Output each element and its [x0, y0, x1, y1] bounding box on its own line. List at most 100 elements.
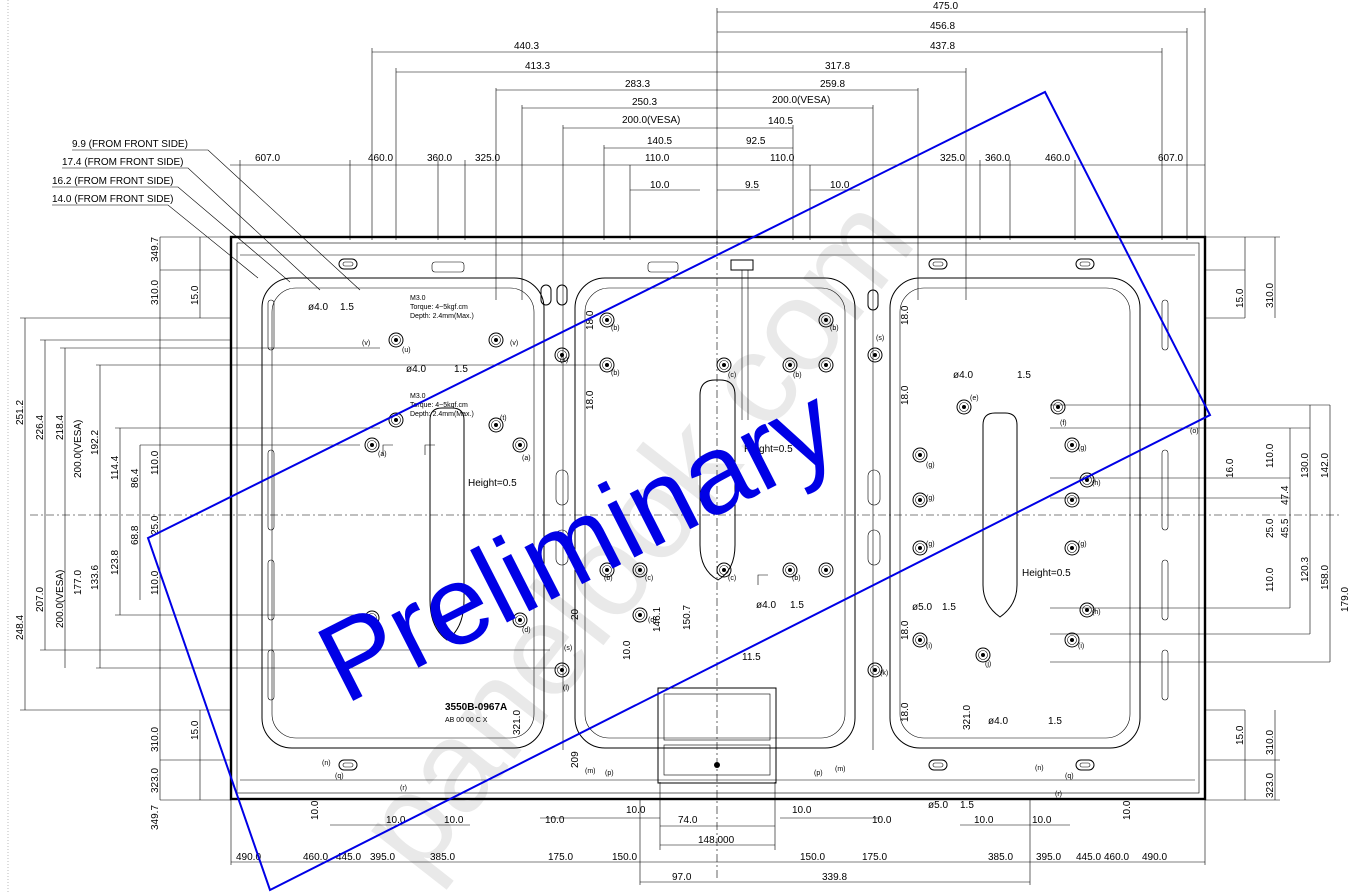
svg-text:1.5: 1.5: [960, 800, 974, 811]
svg-text:16.2 (FROM FRONT SIDE): 16.2 (FROM FRONT SIDE): [52, 176, 174, 187]
dim-140-5-left: 140.5: [647, 136, 672, 147]
svg-text:248.4: 248.4: [15, 615, 26, 640]
svg-text:(c): (c): [728, 575, 736, 582]
svg-text:10.0: 10.0: [1122, 800, 1133, 820]
svg-text:325.0: 325.0: [940, 153, 965, 164]
svg-text:490.0: 490.0: [236, 852, 261, 863]
svg-text:15.0: 15.0: [1235, 725, 1246, 745]
svg-text:18.0: 18.0: [900, 620, 911, 640]
svg-text:385.0: 385.0: [430, 852, 455, 863]
svg-text:110.0: 110.0: [150, 570, 161, 595]
svg-text:10.0: 10.0: [1032, 815, 1052, 826]
svg-text:Height=0.5: Height=0.5: [468, 478, 517, 489]
svg-text:(c): (c): [645, 575, 653, 582]
svg-text:395.0: 395.0: [370, 852, 395, 863]
preliminary-watermark: Preliminary: [146, 90, 1212, 892]
svg-text:1.5: 1.5: [942, 602, 956, 613]
svg-text:(k): (k): [560, 357, 568, 364]
svg-text:15.0: 15.0: [190, 285, 201, 305]
svg-text:ø4.0: ø4.0: [406, 364, 426, 375]
svg-text:97.0: 97.0: [672, 872, 692, 883]
svg-text:18.0: 18.0: [900, 702, 911, 722]
svg-text:110.0: 110.0: [1265, 443, 1276, 468]
svg-text:(p): (p): [605, 770, 614, 777]
svg-text:10.0: 10.0: [792, 805, 812, 816]
svg-text:10.0: 10.0: [444, 815, 464, 826]
svg-text:(m): (m): [835, 766, 846, 773]
svg-text:(s): (s): [876, 335, 884, 342]
dim-283-3: 283.3: [625, 79, 650, 90]
panel-back-cover: [30, 230, 1340, 880]
svg-text:218.4: 218.4: [55, 415, 66, 440]
svg-text:310.0: 310.0: [1265, 730, 1276, 755]
svg-text:445.0: 445.0: [1076, 852, 1101, 863]
svg-text:(t): (t): [500, 415, 507, 422]
svg-text:(h): (h): [1092, 609, 1101, 616]
svg-text:18.0: 18.0: [585, 390, 596, 410]
svg-text:460.0: 460.0: [1045, 153, 1070, 164]
left-dimension-lines: [20, 236, 600, 801]
svg-text:M3.0: M3.0: [410, 295, 426, 302]
svg-text:209: 209: [570, 751, 581, 768]
svg-text:445.0: 445.0: [336, 852, 361, 863]
svg-text:(a): (a): [522, 455, 531, 462]
svg-text:110.0: 110.0: [150, 450, 161, 475]
svg-text:Torque: 4~5kgf.cm: Torque: 4~5kgf.cm: [410, 304, 468, 311]
svg-text:175.0: 175.0: [548, 852, 573, 863]
svg-text:M3.0: M3.0: [410, 393, 426, 400]
svg-text:(v): (v): [362, 340, 370, 347]
svg-text:460.0: 460.0: [303, 852, 328, 863]
svg-text:10.0: 10.0: [545, 815, 565, 826]
svg-text:ø4.0: ø4.0: [308, 302, 328, 313]
svg-text:460.0: 460.0: [1104, 852, 1129, 863]
svg-text:360.0: 360.0: [985, 153, 1010, 164]
dim-200-vesa-right: 200.0(VESA): [772, 95, 830, 106]
svg-text:ø4.0: ø4.0: [953, 370, 973, 381]
part-number-label: 3550B-0967A AB 00 00 C X: [445, 702, 507, 724]
svg-text:10.0: 10.0: [650, 180, 670, 191]
svg-text:(u): (u): [402, 347, 411, 354]
svg-text:(e): (e): [970, 395, 979, 402]
svg-text:323.0: 323.0: [1265, 773, 1276, 798]
svg-text:(n): (n): [322, 760, 331, 767]
svg-text:120.3: 120.3: [1300, 557, 1311, 582]
svg-text:310.0: 310.0: [150, 727, 161, 752]
svg-text:(d): (d): [522, 627, 531, 634]
svg-text:20: 20: [570, 608, 581, 620]
svg-text:ø5.0: ø5.0: [912, 602, 932, 613]
svg-text:11.5: 11.5: [742, 652, 761, 663]
svg-text:226.4: 226.4: [35, 415, 46, 440]
svg-text:(n): (n): [1035, 765, 1044, 772]
svg-text:9.5: 9.5: [745, 180, 759, 191]
dim-437-8: 437.8: [930, 41, 955, 52]
svg-text:15.0: 15.0: [190, 720, 201, 740]
svg-text:(g): (g): [926, 495, 935, 502]
svg-text:25.0: 25.0: [150, 515, 161, 535]
svg-text:360.0: 360.0: [427, 153, 452, 164]
svg-text:(q): (q): [335, 773, 344, 780]
svg-text:251.2: 251.2: [15, 400, 26, 425]
dim-250-3: 250.3: [632, 97, 657, 108]
svg-text:395.0: 395.0: [1036, 852, 1061, 863]
svg-text:18.0: 18.0: [585, 310, 596, 330]
svg-text:339.8: 339.8: [822, 872, 847, 883]
svg-text:10.0: 10.0: [626, 805, 646, 816]
svg-text:607.0: 607.0: [255, 153, 280, 164]
svg-text:150.7: 150.7: [682, 605, 693, 630]
hole-letters: (a) (a) (b) (b) (b) (b) (b) (b) (c) (c) …: [322, 325, 1199, 798]
svg-text:10.0: 10.0: [872, 815, 892, 826]
svg-text:110.0: 110.0: [1265, 567, 1276, 592]
svg-text:Torque: 4~5kgf.cm: Torque: 4~5kgf.cm: [410, 402, 468, 409]
right-dimension-texts: 15.0 310.0 130.0 142.0 110.0 16.0 47.4 2…: [1122, 283, 1351, 820]
svg-text:(o): (o): [1190, 428, 1199, 435]
svg-text:14.0 (FROM FRONT SIDE): 14.0 (FROM FRONT SIDE): [52, 194, 174, 205]
svg-text:150.0: 150.0: [800, 852, 825, 863]
dim-317-8: 317.8: [825, 61, 850, 72]
dim-92-5: 92.5: [746, 136, 766, 147]
vertical-extension-lines: [239, 8, 1206, 750]
svg-text:148.000: 148.000: [698, 835, 735, 846]
svg-text:ø4.0: ø4.0: [988, 716, 1008, 727]
svg-text:1.5: 1.5: [790, 600, 804, 611]
svg-text:(g): (g): [1078, 541, 1087, 548]
